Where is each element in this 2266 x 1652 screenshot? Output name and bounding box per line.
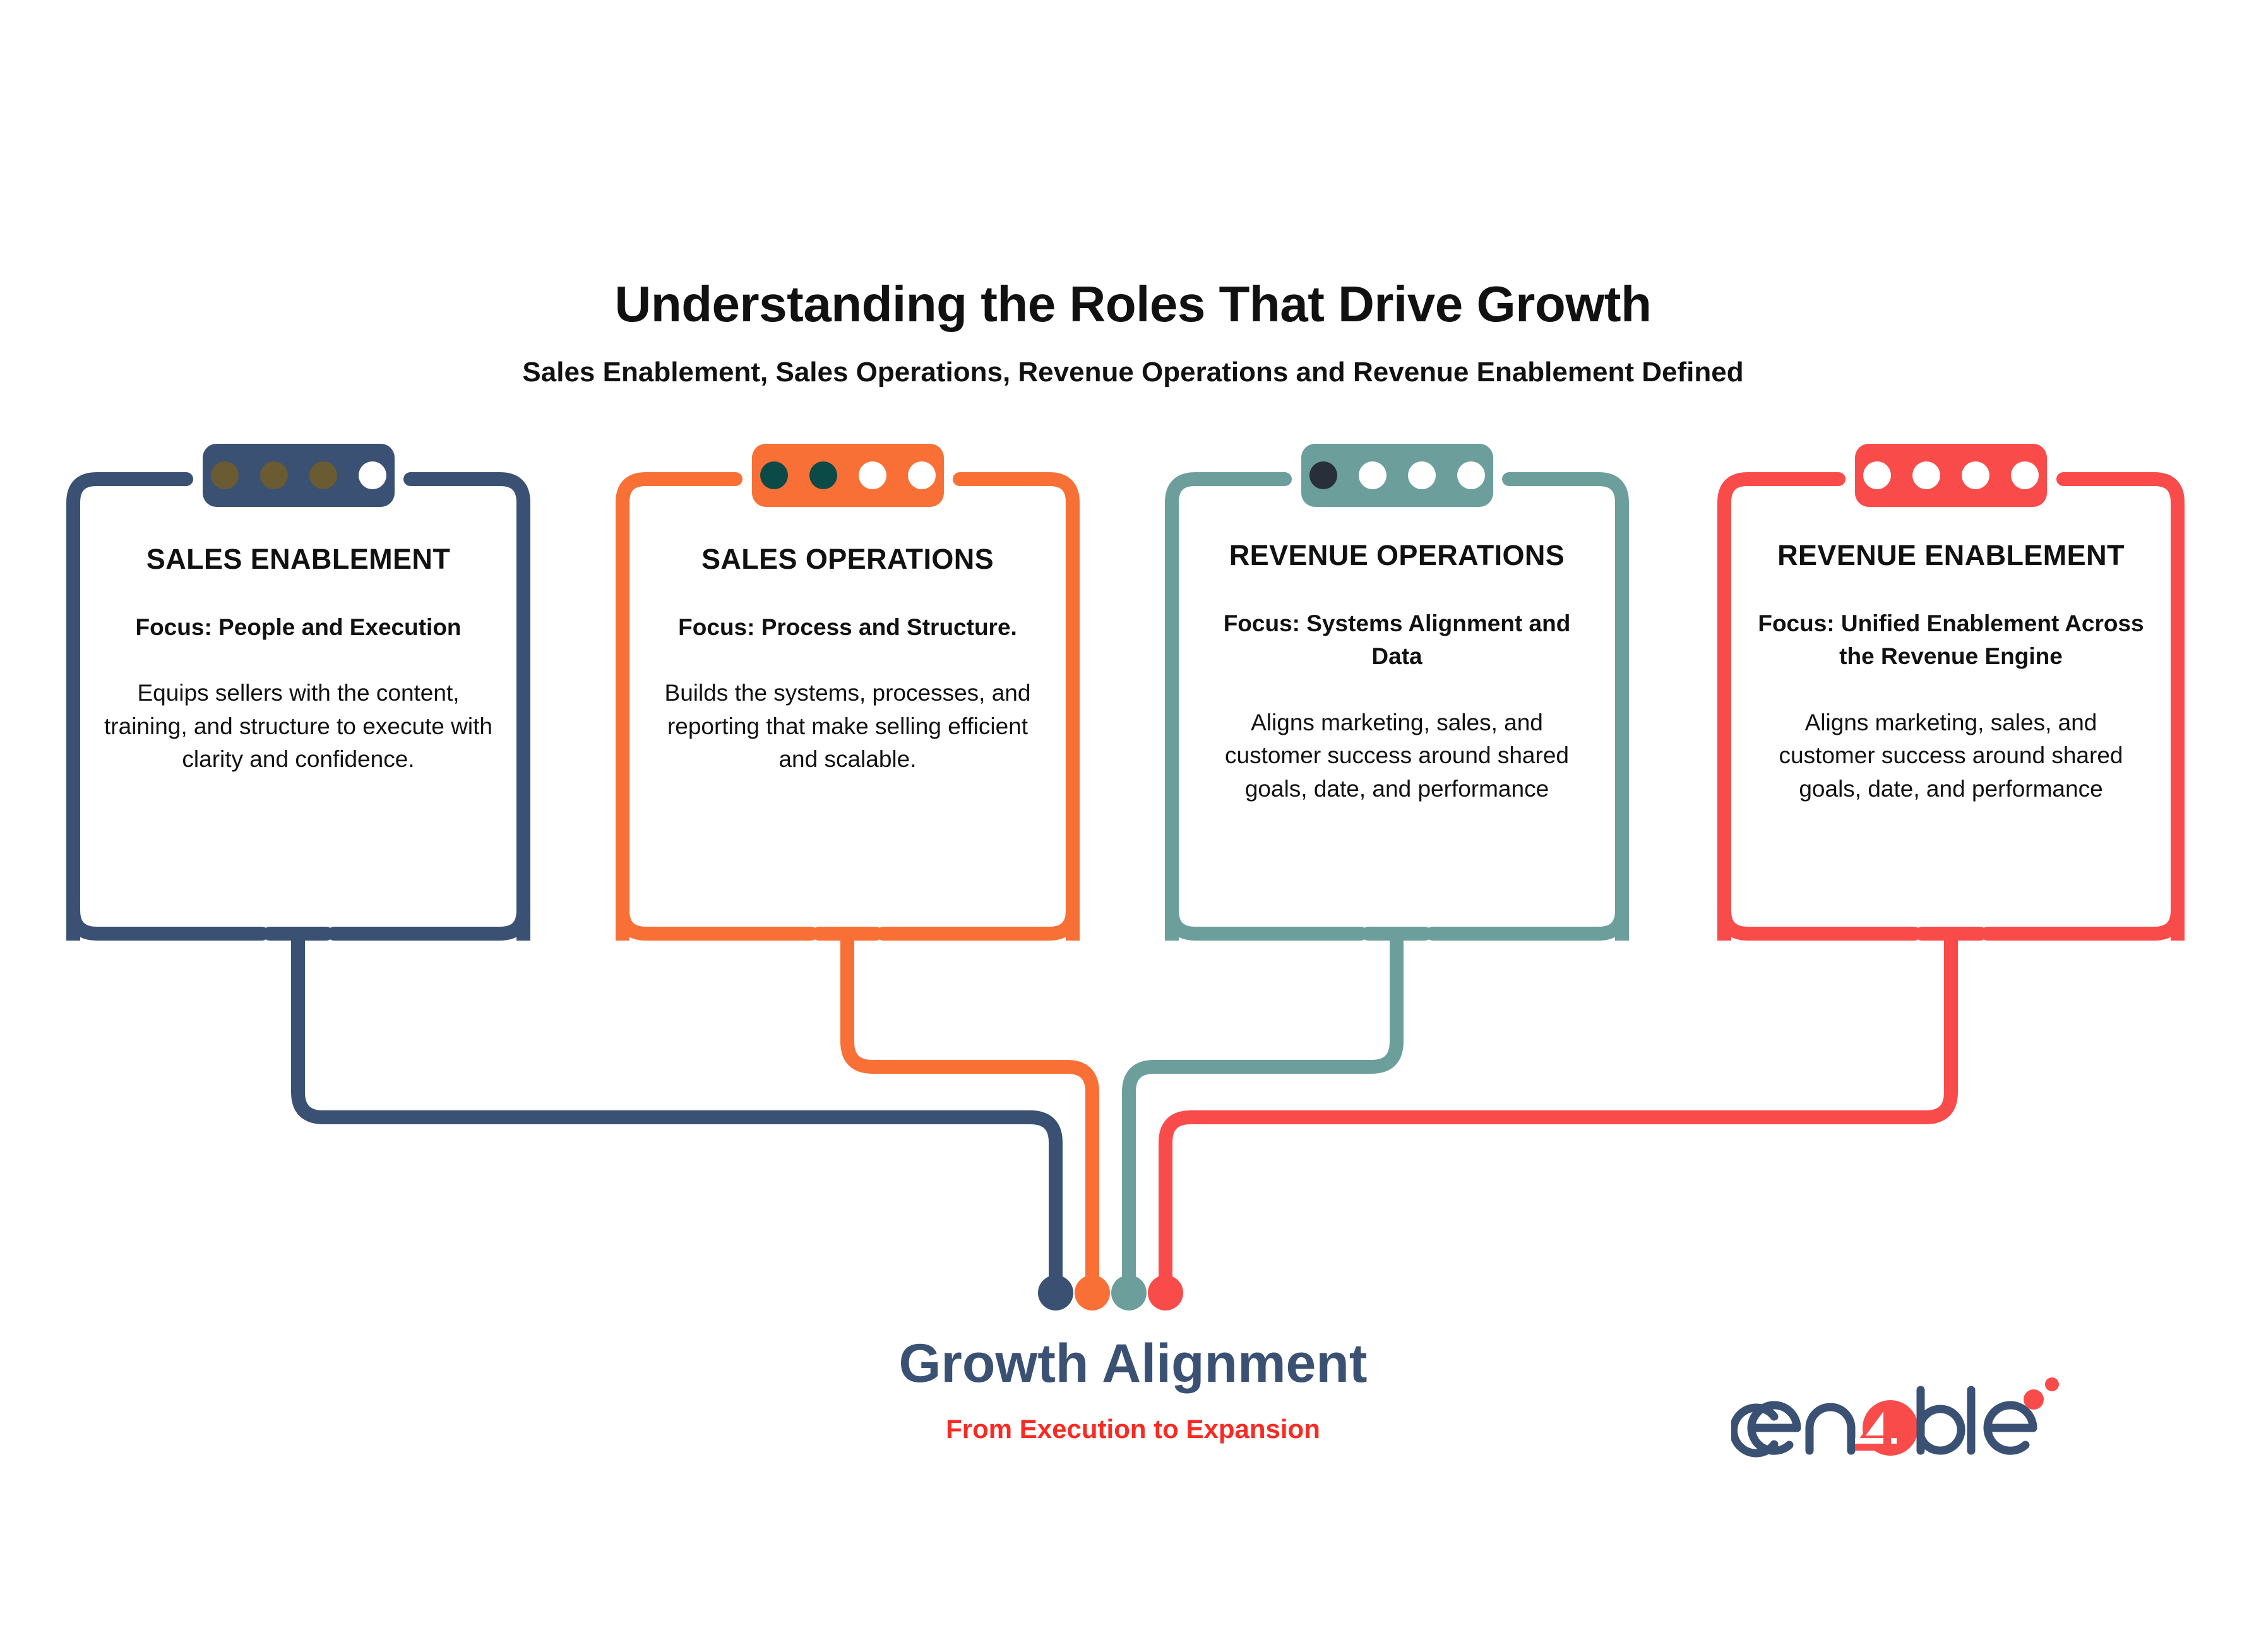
tab-dot-icon	[259, 461, 288, 489]
card-description: Aligns marketing, sales, and customer su…	[1225, 709, 1569, 802]
tab-dot-icon	[1309, 461, 1337, 489]
tab-dot-icon	[1863, 461, 1891, 489]
card-sales-operations[interactable]: SALES OPERATIONS Focus: Process and Stru…	[616, 444, 1080, 941]
logo-dot-large-icon	[2024, 1389, 2044, 1410]
card-sales-enablement[interactable]: SALES ENABLEMENT Focus: People and Execu…	[66, 444, 530, 941]
tab-dot-icon	[210, 461, 239, 489]
card-focus: Focus: Systems Alignment and Data	[1223, 610, 1571, 670]
tab-dot-icon	[1407, 461, 1436, 489]
growth-alignment-subtitle: From Execution to Expansion	[946, 1414, 1320, 1444]
card-title: REVENUE ENABLEMENT	[1777, 539, 2125, 571]
connector-endpoint-sales-operations	[1075, 1275, 1110, 1310]
card-frame-revenue-enablement	[1717, 472, 2185, 941]
card-body-revenue-enablement: REVENUE ENABLEMENT Focus: Unified Enable…	[1717, 539, 2185, 805]
tab-dot-icon	[907, 461, 936, 489]
card-title: SALES ENABLEMENT	[146, 543, 451, 575]
card-frame-sales-operations	[616, 472, 1080, 941]
card-tab-sales-operations	[751, 444, 944, 507]
card-tab-sales-enablement	[202, 444, 395, 507]
card-frame-sales-enablement	[66, 472, 530, 941]
card-body-sales-enablement: SALES ENABLEMENT Focus: People and Execu…	[66, 543, 530, 776]
card-body-sales-operations: SALES OPERATIONS Focus: Process and Stru…	[616, 543, 1080, 776]
tab-dot-icon	[358, 461, 386, 489]
tab-dot-icon	[1912, 461, 1940, 489]
connector-line-sales-enablement	[291, 932, 1063, 1295]
page-subtitle: Sales Enablement, Sales Operations, Reve…	[522, 357, 1744, 388]
card-title: SALES OPERATIONS	[701, 543, 994, 575]
connector-endpoint-revenue-enablement	[1148, 1275, 1183, 1310]
card-title: REVENUE OPERATIONS	[1229, 539, 1565, 571]
card-tab-revenue-operations	[1301, 444, 1493, 507]
tab-dot-icon	[1457, 461, 1485, 489]
connector-line-revenue-enablement	[1159, 932, 1958, 1295]
card-focus: Focus: Unified Enablement Across the Rev…	[1758, 610, 2144, 670]
card-tab-revenue-enablement	[1855, 444, 2047, 507]
connector-line-revenue-operations	[1122, 932, 1404, 1295]
tab-dot-icon	[760, 461, 788, 489]
card-description: Aligns marketing, sales, and customer su…	[1779, 709, 2123, 802]
enable-logo	[1731, 1377, 2059, 1458]
header: Understanding the Roles That Drive Growt…	[0, 278, 2266, 388]
logo-wordmark	[1731, 1386, 2037, 1458]
tab-dot-icon	[1962, 461, 1989, 489]
connector-endpoint-revenue-operations	[1111, 1275, 1147, 1310]
tab-dot-icon	[858, 461, 886, 489]
tab-dot-icon	[2011, 461, 2039, 489]
card-description: Equips sellers with the content, trainin…	[104, 680, 492, 773]
tab-dot-icon	[1358, 461, 1386, 489]
tab-dot-icon	[309, 461, 337, 489]
card-description: Builds the systems, processes, and repor…	[664, 680, 1031, 773]
card-focus: Focus: Process and Structure.	[678, 614, 1017, 640]
connector-endpoint-sales-enablement	[1038, 1275, 1073, 1310]
page-title: Understanding the Roles That Drive Growt…	[614, 276, 1652, 332]
growth-alignment-title: Growth Alignment	[898, 1333, 1368, 1394]
card-revenue-operations[interactable]: REVENUE OPERATIONS Focus: Systems Alignm…	[1165, 444, 1629, 941]
logo-dot-small-icon	[2045, 1377, 2059, 1391]
card-body-revenue-operations: REVENUE OPERATIONS Focus: Systems Alignm…	[1165, 539, 1629, 805]
connector-line-sales-operations	[840, 932, 1099, 1295]
tab-dot-icon	[809, 461, 837, 489]
footer: Growth Alignment From Execution to Expan…	[0, 1335, 2266, 1444]
logo-digit-four	[1855, 1400, 1918, 1456]
card-frame-revenue-operations	[1165, 472, 1629, 941]
card-focus: Focus: People and Execution	[135, 614, 462, 640]
card-revenue-enablement[interactable]: REVENUE ENABLEMENT Focus: Unified Enable…	[1717, 444, 2185, 941]
